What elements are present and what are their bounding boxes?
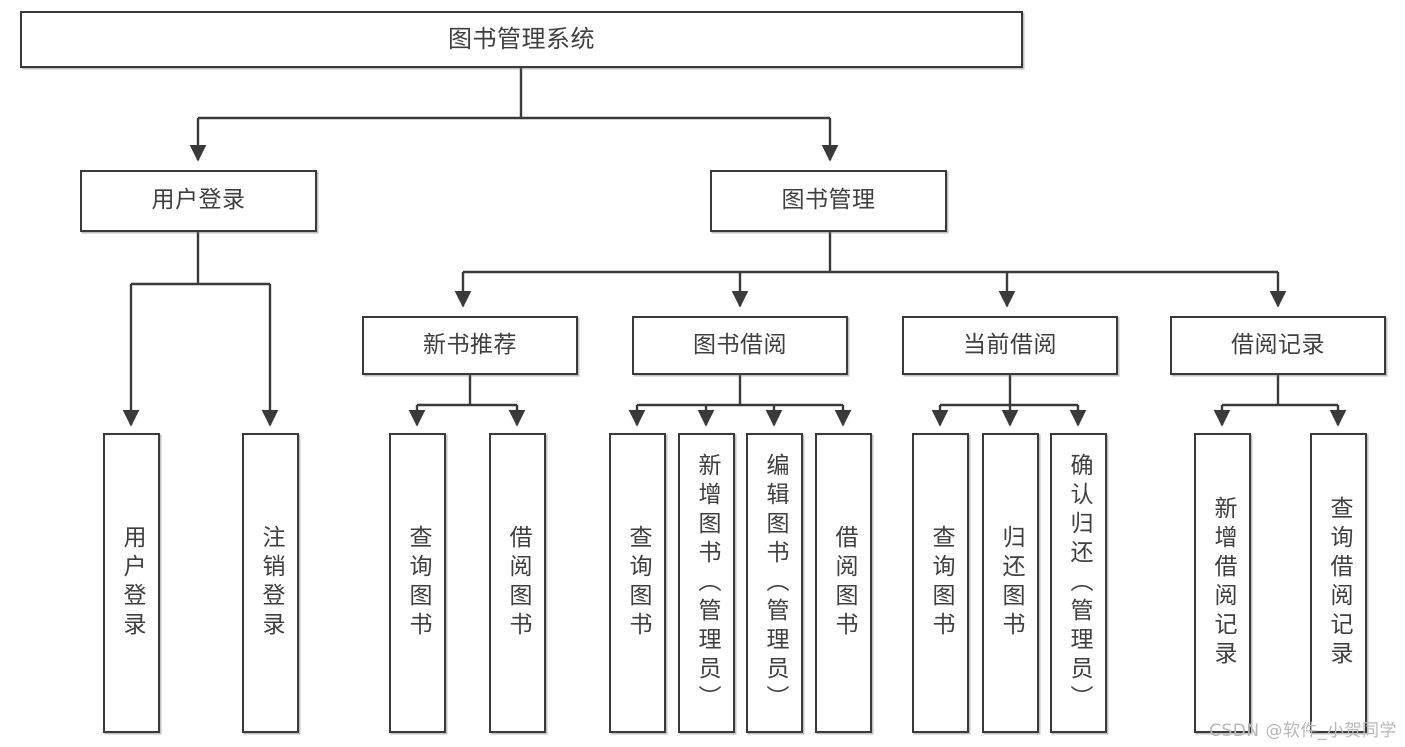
leaf-query-book-2[interactable]: 查询图书	[609, 433, 666, 733]
leaf-borrow-book-1[interactable]: 借阅图书	[489, 433, 546, 733]
leaf-user-login-label: 用户登录	[119, 525, 145, 641]
node-root[interactable]: 图书管理系统	[20, 11, 1023, 68]
node-new-book-recommend[interactable]: 新书推荐	[362, 316, 578, 375]
leaf-query-book-1[interactable]: 查询图书	[389, 433, 446, 733]
watermark: CSDN @软件_小贺同学	[1209, 721, 1397, 741]
node-user-login[interactable]: 用户登录	[80, 170, 317, 232]
leaf-add-book-label: 新增图书（管理员）	[694, 452, 720, 714]
node-book-borrow[interactable]: 图书借阅	[632, 316, 848, 375]
node-new-book-recommend-label: 新书推荐	[423, 331, 517, 358]
node-borrow-record-label: 借阅记录	[1231, 331, 1325, 358]
leaf-return-book-label: 归还图书	[998, 525, 1024, 641]
leaf-add-record-label: 新增借阅记录	[1210, 496, 1236, 670]
leaf-confirm-return[interactable]: 确认归还（管理员）	[1050, 433, 1107, 733]
leaf-edit-book-label: 编辑图书（管理员）	[762, 452, 788, 714]
leaf-add-book[interactable]: 新增图书（管理员）	[678, 433, 735, 733]
leaf-borrow-book-2[interactable]: 借阅图书	[815, 433, 872, 733]
leaf-borrow-book-2-label: 借阅图书	[831, 525, 857, 641]
leaf-query-book-3-label: 查询图书	[928, 525, 954, 641]
leaf-return-book[interactable]: 归还图书	[982, 433, 1039, 733]
node-book-manage[interactable]: 图书管理	[710, 170, 947, 232]
leaf-query-record-label: 查询借阅记录	[1326, 496, 1352, 670]
leaf-query-book-2-label: 查询图书	[625, 525, 651, 641]
node-current-borrow-label: 当前借阅	[963, 331, 1057, 358]
leaf-borrow-book-1-label: 借阅图书	[505, 525, 531, 641]
leaf-query-book-1-label: 查询图书	[405, 525, 431, 641]
leaf-confirm-return-label: 确认归还（管理员）	[1066, 452, 1092, 714]
node-borrow-record[interactable]: 借阅记录	[1170, 316, 1386, 375]
leaf-user-login[interactable]: 用户登录	[103, 433, 160, 733]
node-book-borrow-label: 图书借阅	[693, 331, 787, 358]
leaf-logout[interactable]: 注销登录	[242, 433, 299, 733]
leaf-query-record[interactable]: 查询借阅记录	[1310, 433, 1367, 733]
node-user-login-label: 用户登录	[151, 187, 246, 214]
leaf-query-book-3[interactable]: 查询图书	[912, 433, 969, 733]
leaf-edit-book[interactable]: 编辑图书（管理员）	[746, 433, 803, 733]
node-current-borrow[interactable]: 当前借阅	[902, 316, 1118, 375]
node-book-manage-label: 图书管理	[781, 187, 876, 214]
leaf-logout-label: 注销登录	[258, 525, 284, 641]
leaf-add-record[interactable]: 新增借阅记录	[1194, 433, 1251, 733]
node-root-label: 图书管理系统	[448, 25, 595, 54]
